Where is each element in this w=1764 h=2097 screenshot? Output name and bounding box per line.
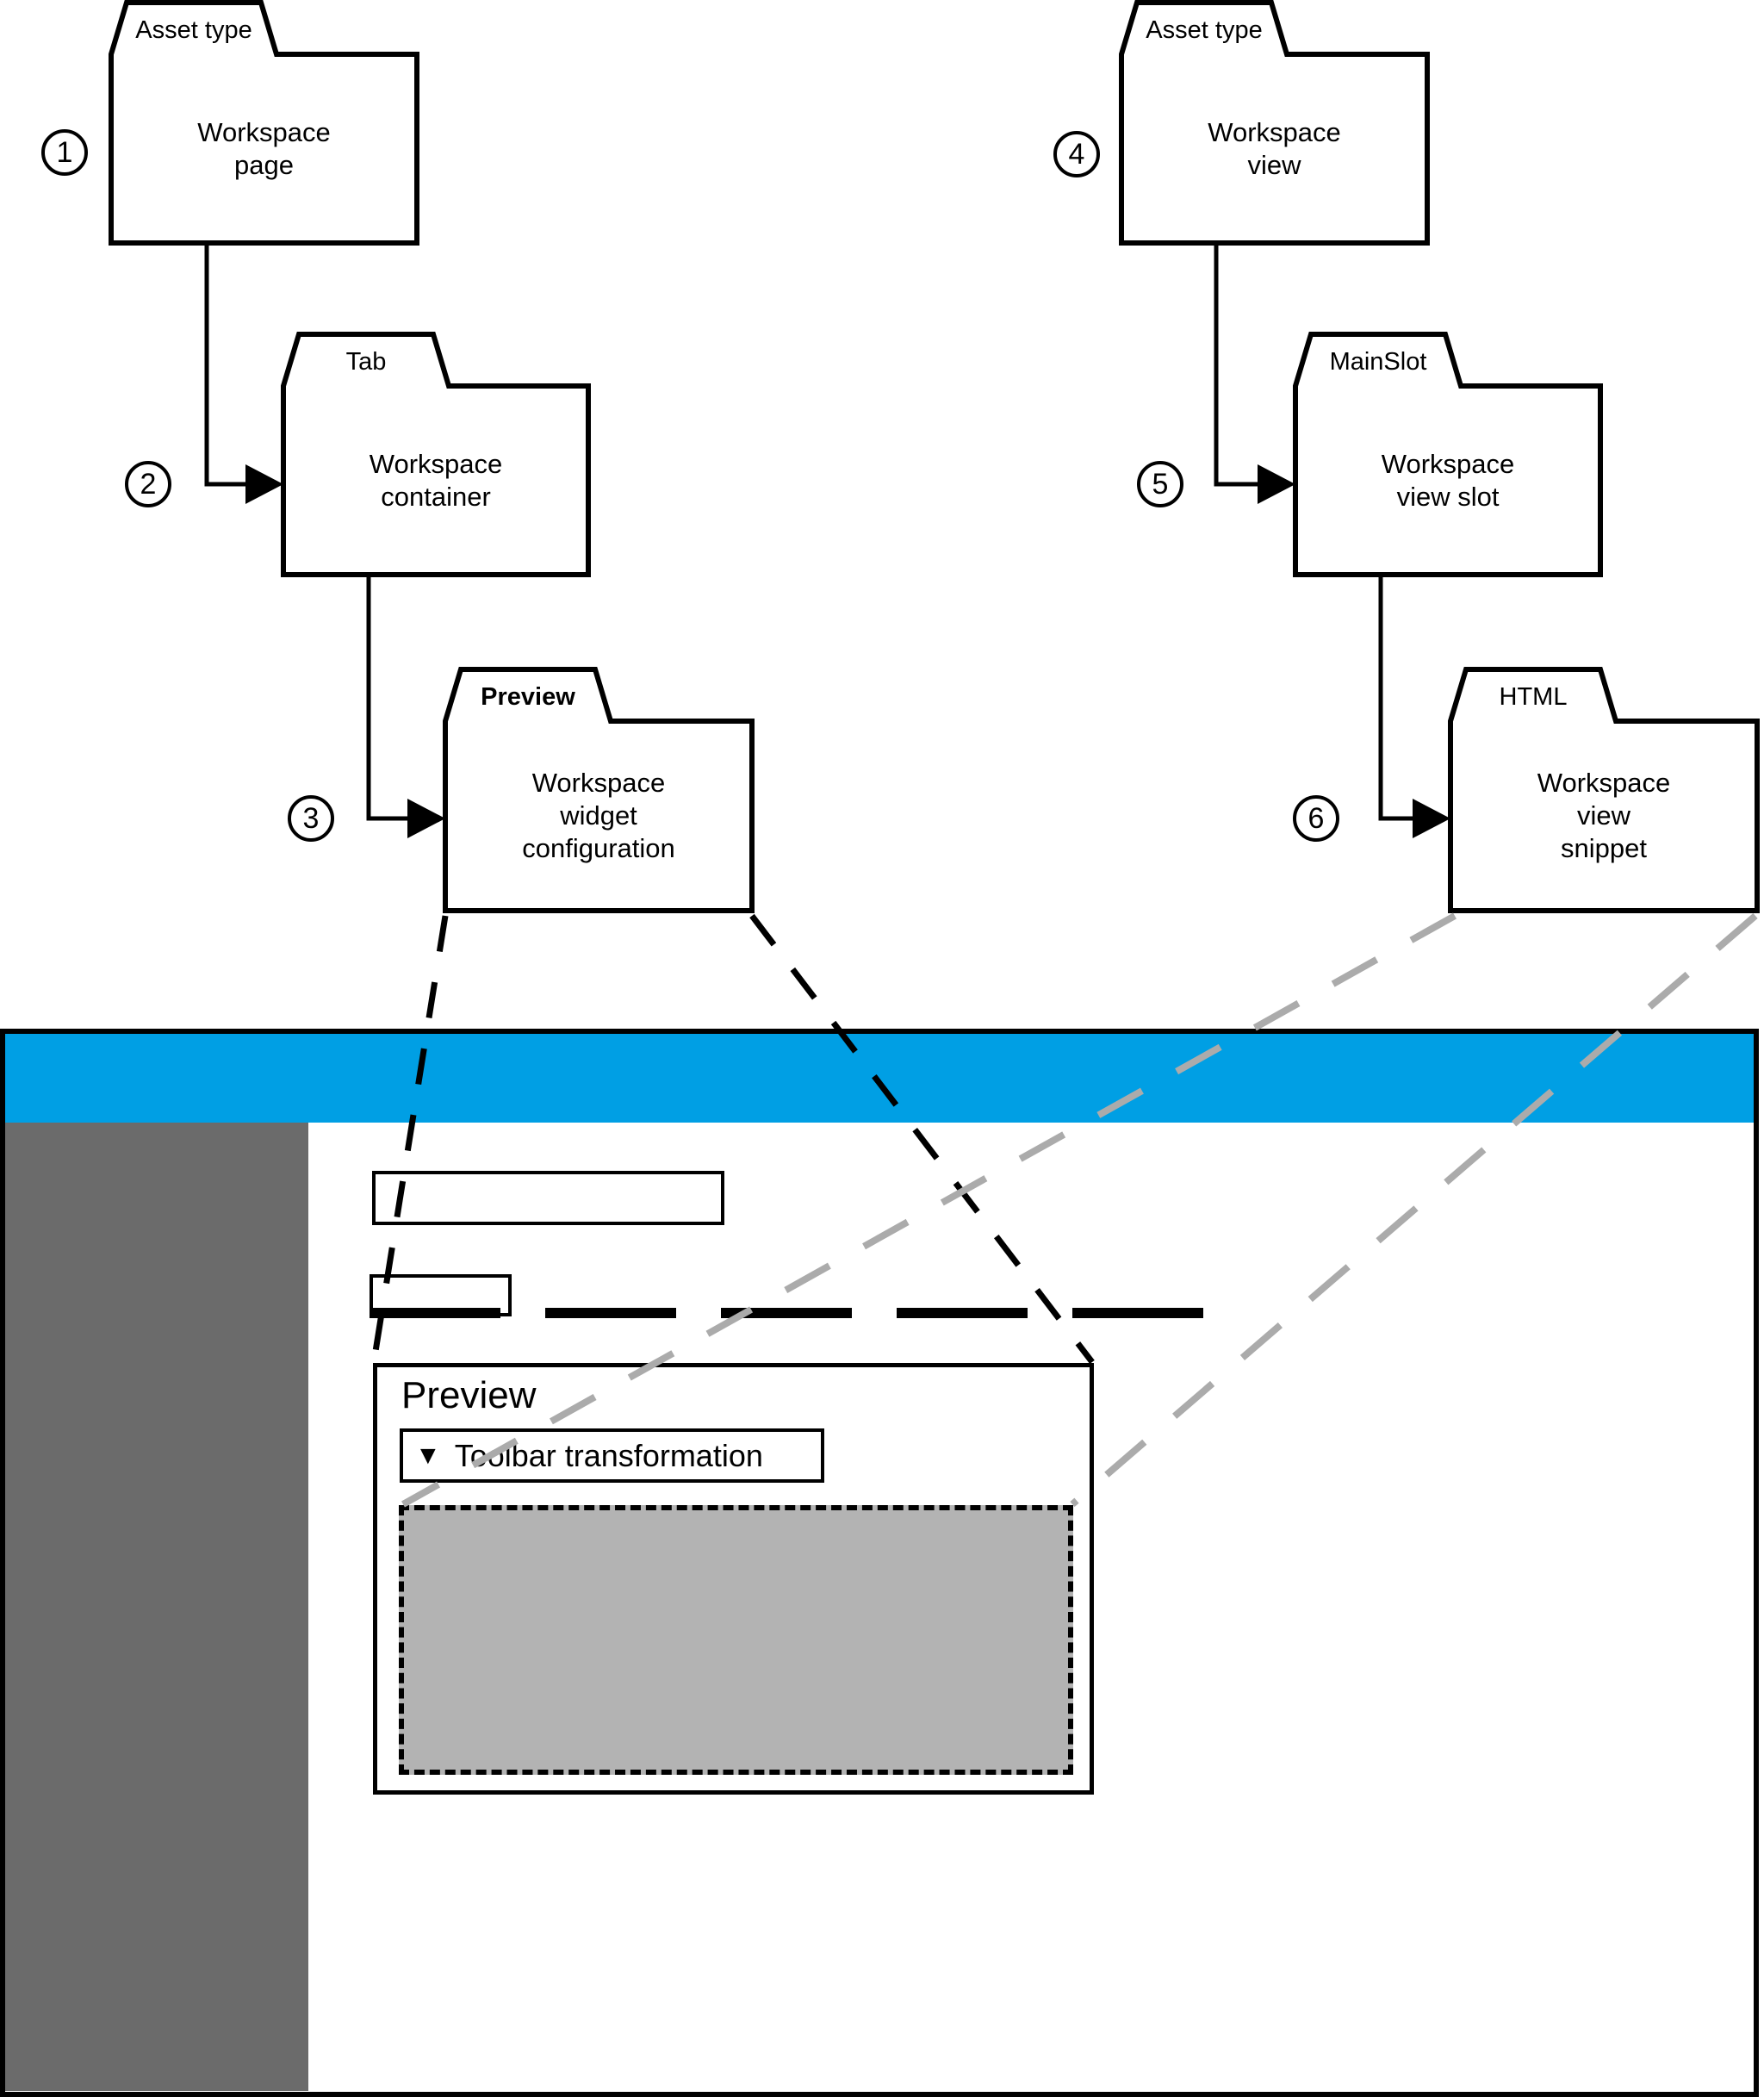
leader-black-right (749, 913, 1095, 1365)
package-node-1 (109, 0, 419, 246)
preview-panel: Preview ▼ Toolbar transformation (373, 1363, 1094, 1795)
arrowhead-icon (407, 799, 445, 838)
content-placeholder-large (372, 1171, 724, 1225)
leader-gray-right (1070, 912, 1758, 1508)
package-node-5 (1293, 332, 1603, 577)
arrowhead-icon (1413, 799, 1450, 838)
leader-black-left (370, 915, 449, 1363)
collapse-arrow-icon: ▼ (415, 1441, 441, 1470)
connector-5-6 (1378, 575, 1413, 821)
package-node-3 (443, 667, 755, 913)
preview-panel-title: Preview (401, 1374, 537, 1416)
toolbar-transformation-button[interactable]: ▼ Toolbar transformation (400, 1428, 824, 1483)
package-node-6 (1448, 667, 1760, 913)
connector-4-5 (1214, 243, 1258, 487)
connector-1-2 (204, 243, 246, 487)
widget-placeholder-box (399, 1505, 1073, 1775)
app-sidebar (5, 1123, 308, 2091)
dashed-divider (370, 1308, 1237, 1318)
arrowhead-icon (1258, 464, 1295, 504)
package-node-4 (1119, 0, 1430, 246)
arrowhead-icon (245, 464, 283, 504)
package-node-2 (281, 332, 591, 577)
leader-gray-left (401, 912, 1457, 1508)
app-window: Preview ▼ Toolbar transformation (0, 1029, 1759, 2097)
connector-2-3 (366, 575, 408, 821)
